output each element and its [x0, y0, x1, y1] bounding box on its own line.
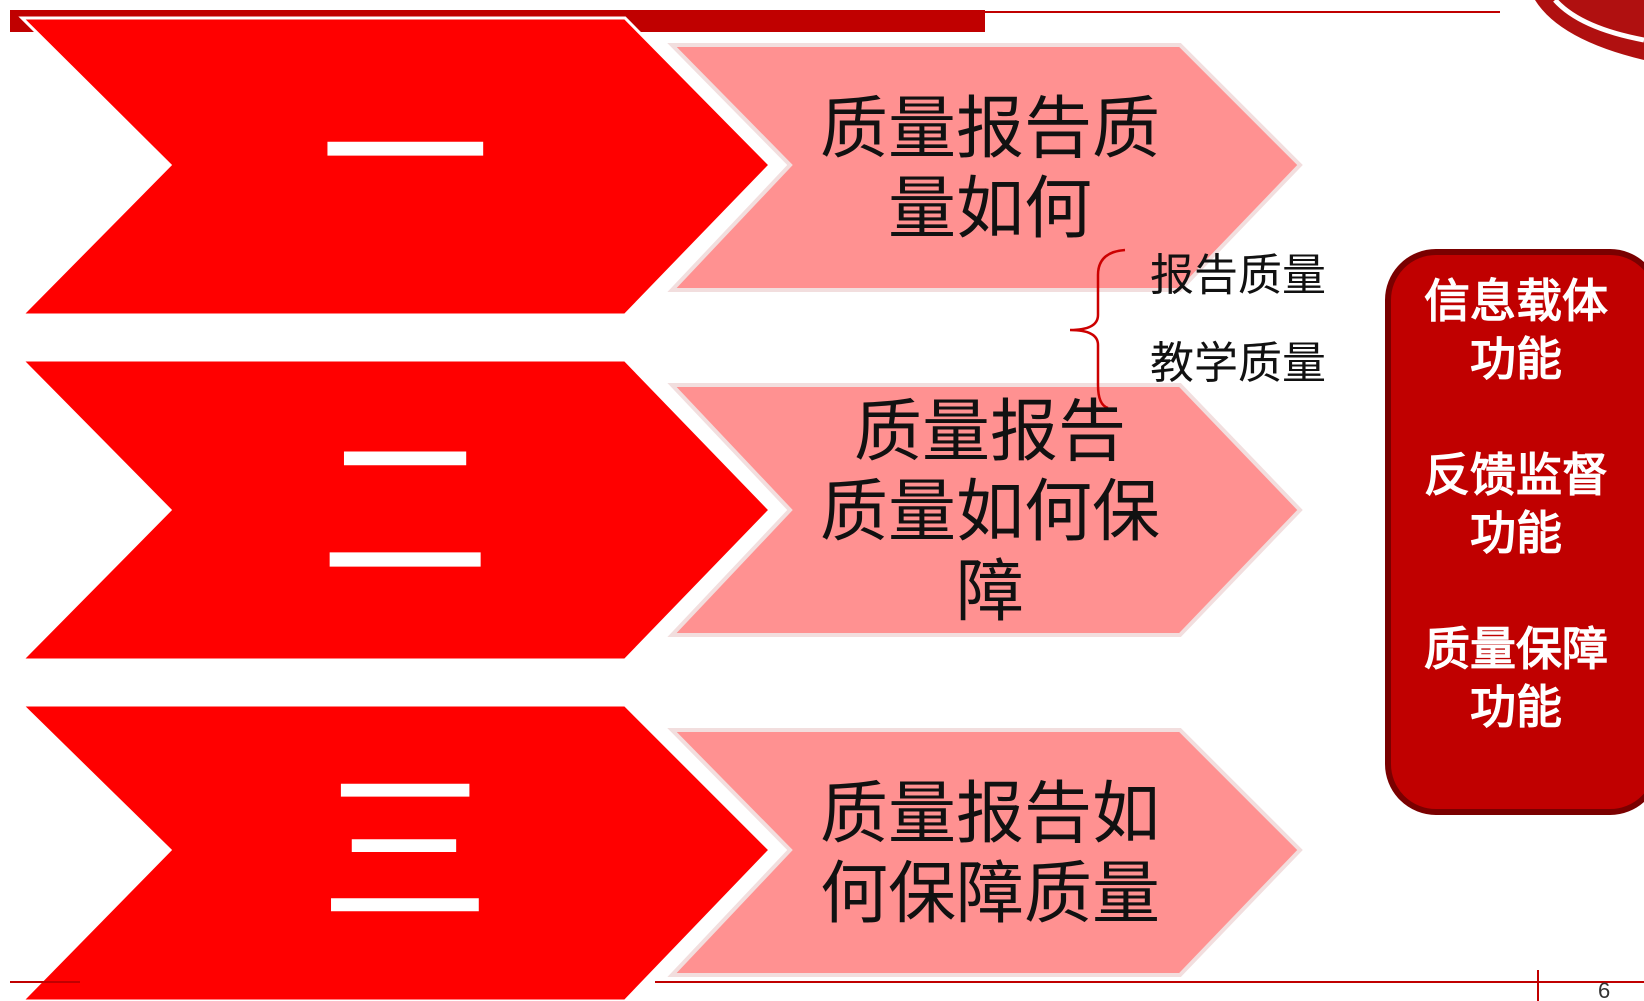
chevron-red-1 — [18, 16, 773, 317]
chevron-red-3 — [18, 703, 773, 1001]
numeral-1: 一 — [320, 58, 490, 256]
side-item-info-carrier: 信息载体 功能 — [1424, 274, 1608, 386]
brace-item-report-quality: 报告质量 — [1150, 250, 1326, 301]
chevron-pink-2 — [667, 383, 1303, 637]
page-number: 6 — [1598, 978, 1611, 1001]
numeral-3: 三 — [320, 753, 490, 951]
chevron-red-2 — [18, 358, 773, 662]
chevron-pink-3 — [667, 728, 1303, 977]
numeral-2: 二 — [320, 413, 490, 611]
side-item-feedback-supervision: 反馈监督 功能 — [1424, 448, 1608, 560]
corner-logo — [1535, 0, 1644, 60]
row-2-text: 质量报告 质量如何保 障 — [819, 393, 1160, 632]
side-item-quality-assurance: 质量保障 功能 — [1424, 622, 1608, 734]
brace-item-teaching-quality: 教学质量 — [1150, 338, 1326, 389]
side-panel — [1385, 249, 1644, 815]
row-3-text: 质量报告如 何保障质量 — [819, 775, 1160, 934]
curly-brace — [1069, 248, 1126, 410]
corner-logo-ring — [1553, 0, 1644, 43]
chevron-pink-1 — [667, 43, 1303, 292]
row-1-text: 质量报告质 量如何 — [819, 90, 1160, 249]
